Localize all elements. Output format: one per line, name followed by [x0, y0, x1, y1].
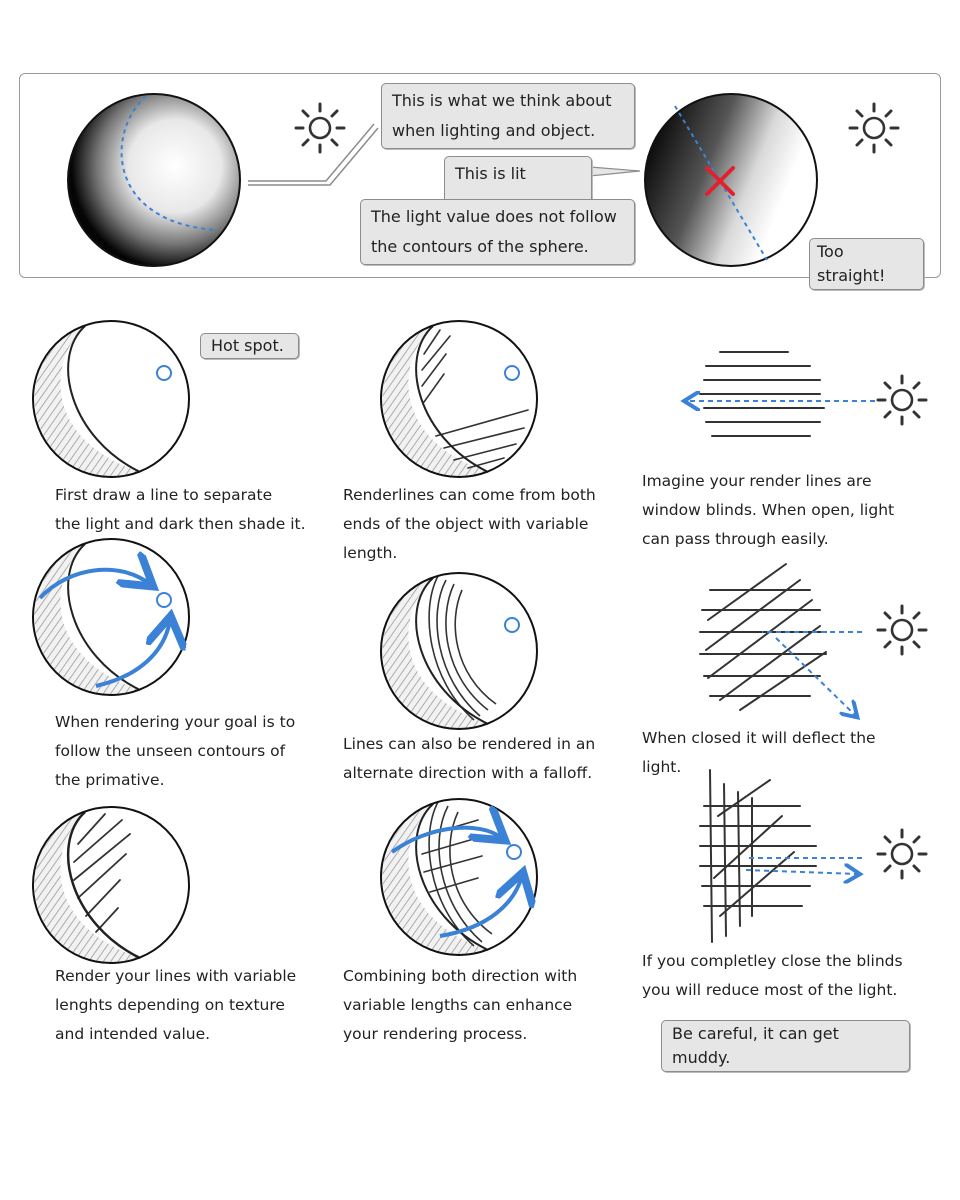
caption-step-2-line: follow the unseen contours of: [55, 737, 295, 766]
caption-step-9: If you completley close the blinds you w…: [642, 947, 903, 1005]
sphere-step-2: [30, 536, 192, 698]
caption-step-5-line: Lines can also be rendered in an: [343, 730, 595, 759]
caption-step-3-line: Render your lines with variable: [55, 962, 296, 991]
caption-step-2: When rendering your goal is to follow th…: [55, 708, 295, 795]
sun-icon: [292, 100, 348, 156]
caption-step-7: Imagine your render lines are window bli…: [642, 467, 894, 554]
callout-hot-spot: Hot spot.: [200, 333, 299, 359]
sun-icon: [846, 100, 902, 156]
caption-step-6-line: your rendering process.: [343, 1020, 577, 1049]
caption-step-4: Renderlines can come from both ends of t…: [343, 481, 596, 568]
callout-muddy: Be careful, it can get muddy.: [661, 1020, 910, 1072]
caption-step-8-line: When closed it will deflect the: [642, 724, 876, 753]
callout-too-straight: Too straight!: [809, 238, 924, 290]
wrong-lit-sphere: [643, 92, 819, 268]
caption-step-5: Lines can also be rendered in an alterna…: [343, 730, 595, 788]
caption-step-6: Combining both direction with variable l…: [343, 962, 577, 1049]
caption-step-4-line: Renderlines can come from both: [343, 481, 596, 510]
caption-step-3-line: and intended value.: [55, 1020, 296, 1049]
caption-step-5-line: alternate direction with a falloff.: [343, 759, 595, 788]
caption-step-4-line: length.: [343, 539, 596, 568]
caption-step-9-line: you will reduce most of the light.: [642, 976, 903, 1005]
sphere-step-3: [30, 804, 192, 966]
caption-step-6-line: Combining both direction with: [343, 962, 577, 991]
blinds-fully-closed-diagram: [690, 766, 940, 946]
callout-contours-line-2: the contours of the sphere.: [371, 232, 624, 262]
sphere-step-4: [378, 318, 540, 480]
callout-think-line-2: when lighting and object.: [392, 116, 624, 146]
callout-think-line-1: This is what we think about: [392, 86, 624, 116]
caption-step-7-line: Imagine your render lines are: [642, 467, 894, 496]
caption-step-6-line: variable lengths can enhance: [343, 991, 577, 1020]
caption-step-7-line: can pass through easily.: [642, 525, 894, 554]
caption-step-9-line: If you completley close the blinds: [642, 947, 903, 976]
caption-step-3: Render your lines with variable lenghts …: [55, 962, 296, 1049]
caption-step-2-line: the primative.: [55, 766, 295, 795]
callout-contours-line-1: The light value does not follow: [371, 202, 624, 232]
caption-step-3-line: lenghts depending on texture: [55, 991, 296, 1020]
caption-step-1: First draw a line to separate the light …: [55, 481, 306, 539]
sphere-step-5: [378, 570, 540, 732]
blinds-closed-diagram: [690, 560, 940, 730]
caption-step-7-line: window blinds. When open, light: [642, 496, 894, 525]
callout-contours: The light value does not follow the cont…: [360, 199, 635, 265]
caption-step-2-line: When rendering your goal is to: [55, 708, 295, 737]
sphere-step-1: [30, 318, 192, 480]
caption-step-1-line: the light and dark then shade it.: [55, 510, 306, 539]
blinds-open-diagram: [670, 340, 940, 450]
sphere-step-6: [378, 796, 540, 958]
callout-think: This is what we think about when lightin…: [381, 83, 635, 149]
caption-step-4-line: ends of the object with variable: [343, 510, 596, 539]
caption-step-1-line: First draw a line to separate: [55, 481, 306, 510]
